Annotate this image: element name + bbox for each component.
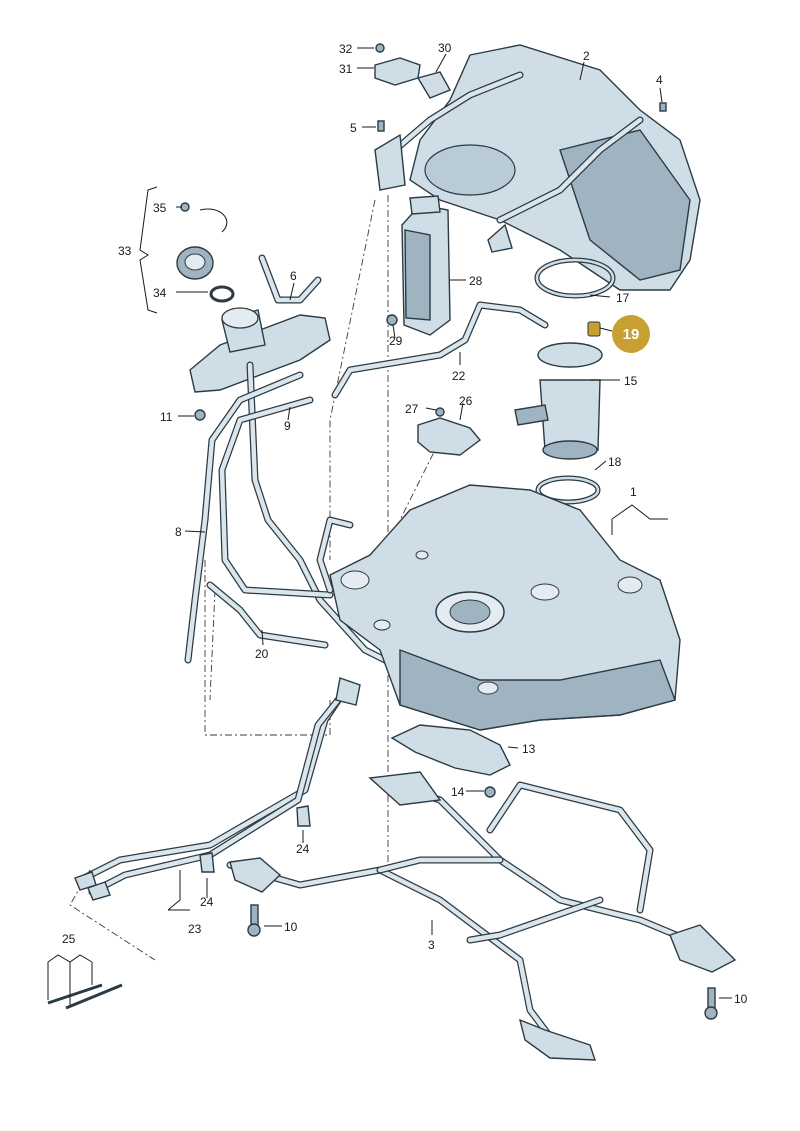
highlight-callout-19[interactable]: 19 (599, 315, 650, 353)
sensor-wires (47, 871, 123, 1010)
callout-22: 22 (452, 369, 466, 383)
callout-20: 20 (255, 647, 269, 661)
callout-26: 26 (459, 394, 473, 408)
connector-parts (374, 43, 667, 132)
callout-4: 4 (656, 73, 663, 87)
callout-10-right: 10 (734, 992, 748, 1006)
callout-33: 33 (118, 244, 132, 258)
callout-19: 19 (623, 326, 640, 343)
callout-10-left: 10 (284, 920, 298, 934)
callout-30: 30 (438, 41, 452, 55)
filler-neck-assembly (176, 202, 331, 421)
callout-28: 28 (469, 274, 483, 288)
callout-25: 25 (62, 932, 76, 946)
fuel-pump-module (514, 257, 616, 505)
callout-18: 18 (608, 455, 622, 469)
callout-13: 13 (522, 742, 536, 756)
callout-14: 14 (451, 785, 465, 799)
callout-24-upper: 24 (296, 842, 310, 856)
callout-31: 31 (339, 62, 353, 76)
callout-23: 23 (188, 922, 202, 936)
callout-29: 29 (389, 334, 403, 348)
callout-8: 8 (175, 525, 182, 539)
callout-1: 1 (630, 485, 637, 499)
callout-6: 6 (290, 269, 297, 283)
fuel-tank (329, 484, 681, 731)
hose-lines (184, 301, 549, 669)
callout-17: 17 (616, 291, 630, 305)
callout-9: 9 (284, 419, 291, 433)
guard-plate (390, 724, 511, 798)
lower-fuel-lines (76, 677, 361, 896)
callout-32: 32 (339, 42, 353, 56)
callout-35: 35 (153, 201, 167, 215)
callout-labels: 1 2 3 4 5 6 8 9 10 10 11 13 14 15 17 18 … (62, 41, 748, 1006)
purge-valve (417, 407, 482, 456)
callout-34: 34 (153, 286, 167, 300)
callout-27: 27 (405, 402, 419, 416)
charcoal-canister (386, 195, 451, 336)
callout-11: 11 (160, 410, 173, 424)
callout-24-lower: 24 (200, 895, 214, 909)
highlight-badge (612, 315, 650, 353)
heat-shield (374, 44, 701, 291)
bolts (247, 904, 718, 1020)
callout-5: 5 (350, 121, 357, 135)
callout-2: 2 (583, 49, 590, 63)
mounting-cradle (226, 771, 737, 1061)
leader-lines (47, 47, 732, 1005)
callout-15: 15 (624, 374, 638, 388)
callout-3: 3 (428, 938, 435, 952)
